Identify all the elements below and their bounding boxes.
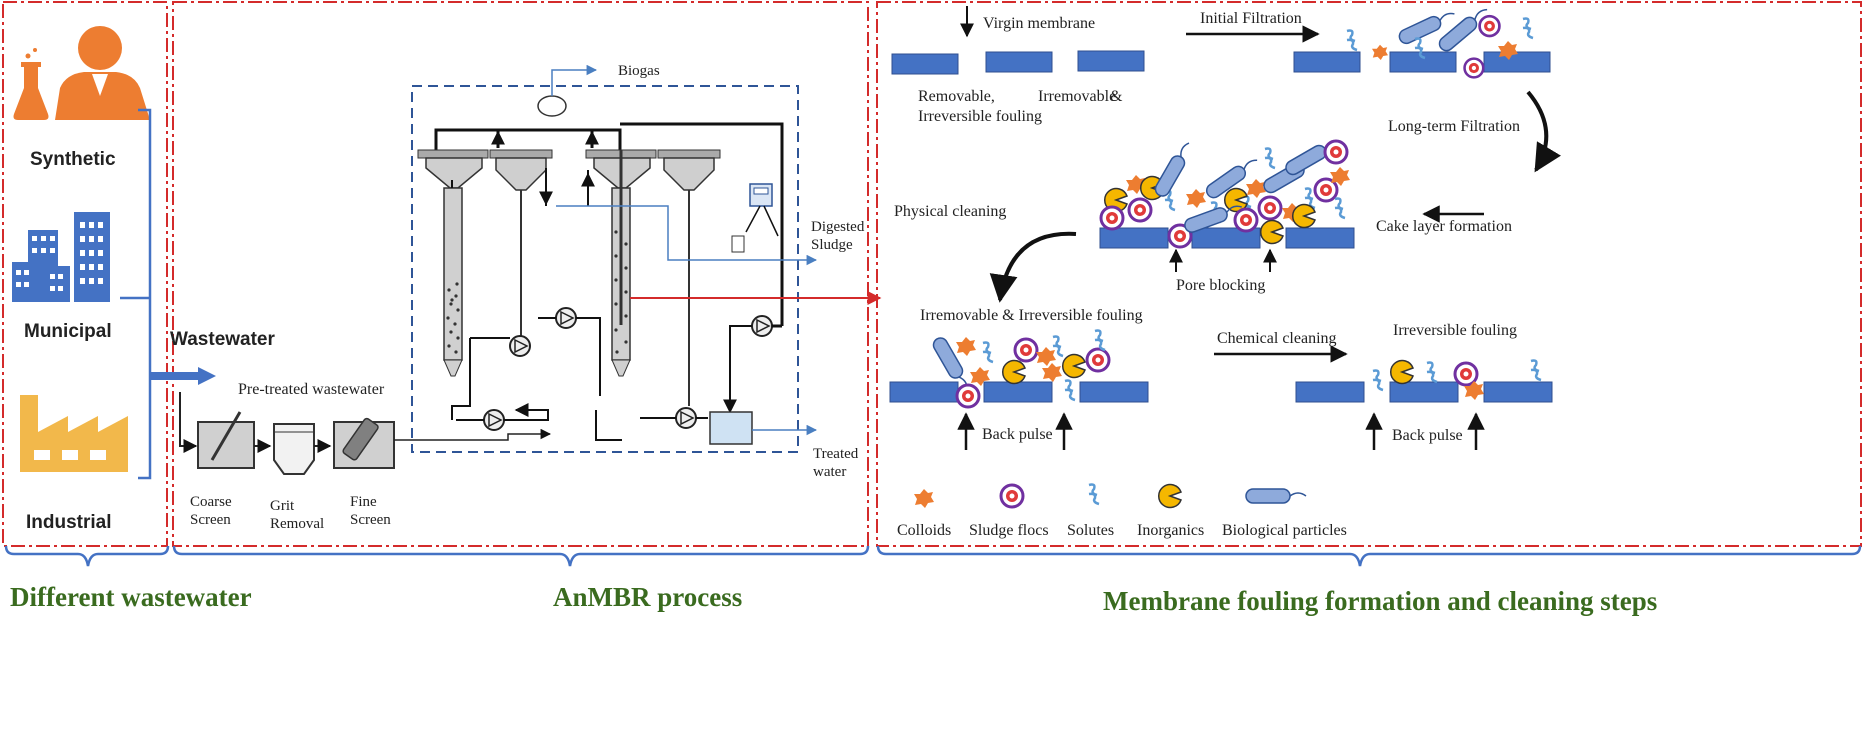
- pretreated-wastewater-label: Pre-treated wastewater: [238, 381, 385, 398]
- scientist-flask-icon: [13, 26, 150, 120]
- footer-membrane-fouling: Membrane fouling formation and cleaning …: [1103, 586, 1657, 616]
- initial-filtration-label: Initial Filtration: [1200, 10, 1302, 27]
- legend-biological-particles-icon: [1245, 488, 1307, 504]
- pore-blocking-label: Pore blocking: [1176, 277, 1265, 294]
- legend-solutes-label: Solutes: [1067, 522, 1114, 539]
- back-pulse-label-1: Back pulse: [982, 426, 1053, 443]
- fouling-types-label-2: Irreversible fouling: [918, 108, 1042, 125]
- legend: Colloids Sludge flocs Solutes Inorganics…: [897, 483, 1347, 539]
- legend-solutes-icon: [1087, 483, 1101, 506]
- legend-inorganics-icon: [1157, 483, 1182, 509]
- back-pulse-label-2: Back pulse: [1392, 427, 1463, 444]
- fine-screen-tank: [333, 417, 395, 469]
- long-term-filtration-label: Long-term Filtration: [1388, 118, 1520, 135]
- fouling-types-label: Removable, Irremovable &: [918, 88, 1123, 105]
- pressure-monitor: [731, 183, 779, 253]
- biogas-bag: [537, 95, 567, 117]
- footer-anmbr-process: AnMBR process: [553, 582, 742, 612]
- anmbr-reactor-2: [585, 149, 657, 377]
- cake-layer-membrane: [1099, 227, 1355, 249]
- pump-3: [483, 409, 505, 431]
- anmbr-settler-1: [489, 149, 553, 336]
- irreversible-membrane: [1295, 381, 1553, 403]
- initial-filtration-membrane: [1293, 51, 1551, 73]
- irremovable-membrane: [889, 381, 1149, 403]
- frame-left: [2, 1, 168, 547]
- sources-collector-line: [120, 108, 152, 480]
- virgin-membrane: [891, 50, 1145, 75]
- anmbr-settler-2: [657, 149, 721, 406]
- anmbr-system-box: [411, 85, 799, 453]
- pump-4: [675, 407, 697, 429]
- legend-sludge-flocs-label: Sludge flocs: [969, 522, 1049, 539]
- legend-inorganics-label: Inorganics: [1137, 522, 1204, 539]
- legend-colloids-icon: [914, 489, 934, 508]
- cake-layer-label: Cake layer formation: [1376, 218, 1512, 235]
- pump-5: [751, 315, 773, 337]
- physical-cleaning-label: Physical cleaning: [894, 203, 1006, 220]
- frame-middle: [172, 1, 869, 547]
- wastewater-label: Wastewater: [170, 329, 275, 350]
- factory-icon: [20, 395, 128, 472]
- chemical-cleaning-label: Chemical cleaning: [1217, 330, 1337, 347]
- biogas-label: Biogas: [618, 63, 660, 79]
- legend-colloids-label: Colloids: [897, 522, 951, 539]
- brace-right: [876, 545, 1862, 567]
- virgin-membrane-label: Virgin membrane: [983, 15, 1095, 32]
- brace-middle: [172, 545, 870, 567]
- pump-1: [509, 335, 531, 357]
- digested-sludge-line: [556, 205, 818, 266]
- pump-2: [555, 307, 577, 329]
- city-buildings-icon: [12, 212, 110, 302]
- grit-removal-tank: [273, 423, 315, 475]
- legend-sludge-flocs-icon: [999, 483, 1025, 509]
- source-municipal-label: Municipal: [24, 321, 112, 342]
- treated-water-tank: [709, 411, 753, 445]
- irreversible-fouling-label: Irreversible fouling: [1393, 322, 1517, 339]
- coarse-screen-tank: [197, 411, 255, 469]
- frame-right: [876, 1, 1862, 547]
- footer-different-wastewater: Different wastewater: [10, 582, 252, 612]
- anmbr-reactor-1: [417, 149, 489, 377]
- legend-biological-particles-label: Biological particles: [1222, 522, 1347, 539]
- feed-line: [394, 428, 552, 441]
- source-synthetic-label: Synthetic: [30, 149, 116, 170]
- brace-left: [4, 545, 170, 567]
- irremovable-irreversible-label: Irremovable & Irreversible fouling: [920, 307, 1143, 324]
- source-industrial-label: Industrial: [26, 512, 112, 533]
